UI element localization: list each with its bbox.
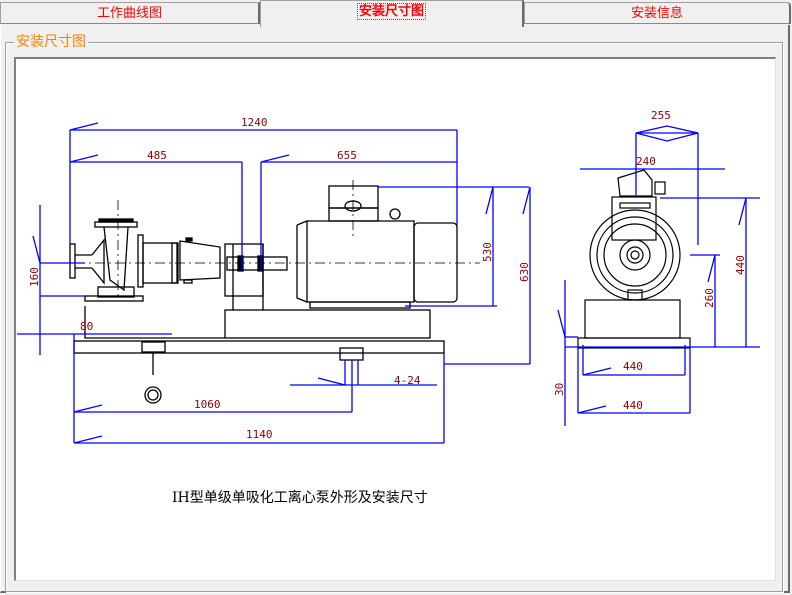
dim-end-overall-height: 440 bbox=[734, 255, 747, 275]
dim-end-outlet-offset: 240 bbox=[636, 155, 656, 168]
drawing-caption: IH型单级单吸化工离心泵外形及安装尺寸 bbox=[172, 490, 428, 506]
dim-end-bolt-width: 440 bbox=[623, 360, 643, 373]
tab-label: 安装尺寸图 bbox=[356, 3, 426, 20]
tab-pane: 安装尺寸图 bbox=[0, 25, 790, 593]
end-view-dimension-lines bbox=[557, 125, 760, 426]
side-view-outline bbox=[69, 185, 458, 404]
dim-bolt-holes: 4-24 bbox=[394, 374, 421, 387]
end-view-outline bbox=[577, 169, 691, 349]
dim-base-length: 1140 bbox=[246, 428, 273, 441]
tab-label: 工作曲线图 bbox=[96, 6, 162, 21]
tab-install-dimensions[interactable]: 安装尺寸图 bbox=[260, 0, 524, 27]
install-dimensions-group: 安装尺寸图 bbox=[5, 33, 783, 592]
side-view-centerlines bbox=[55, 180, 480, 300]
tab-bar: 工作曲线图 安装尺寸图 安装信息 bbox=[0, 0, 792, 27]
dim-end-base-thickness: 30 bbox=[553, 383, 566, 396]
dim-bolt-spacing: 1060 bbox=[194, 398, 221, 411]
tab-label: 安装信息 bbox=[630, 6, 683, 21]
dim-motor-length: 655 bbox=[337, 149, 357, 162]
tab-install-info[interactable]: 安装信息 bbox=[524, 2, 791, 24]
dim-overall-length: 1240 bbox=[241, 116, 268, 129]
group-title: 安装尺寸图 bbox=[14, 33, 88, 51]
dim-end-base-width: 440 bbox=[623, 399, 643, 412]
dim-pump-to-coupling: 485 bbox=[147, 149, 167, 162]
side-view-dimension-lines bbox=[17, 122, 531, 444]
dim-foot-offset: 80 bbox=[80, 320, 93, 333]
dim-end-center-height: 260 bbox=[703, 288, 716, 308]
dim-motor-height: 530 bbox=[481, 242, 494, 262]
dim-overall-height: 630 bbox=[518, 262, 531, 282]
dim-end-top-width: 255 bbox=[651, 109, 671, 122]
tab-work-curve[interactable]: 工作曲线图 bbox=[0, 2, 260, 24]
dim-shaft-height: 160 bbox=[28, 267, 41, 287]
drawing-canvas bbox=[14, 57, 776, 581]
